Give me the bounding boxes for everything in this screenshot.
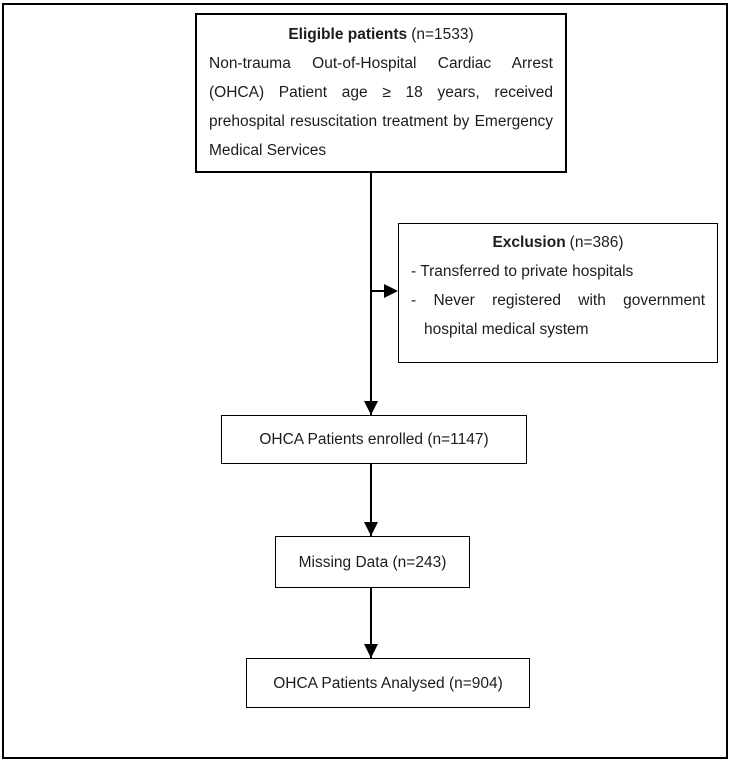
arrowhead-into-exclusion	[384, 284, 398, 298]
eligible-patients-description: Non-trauma Out-of-Hospital Cardiac Arres…	[209, 55, 553, 159]
eligible-patients-title: Eligible patients(n=1533)	[209, 20, 553, 49]
arrowhead-into-enrolled	[364, 401, 378, 415]
box-missing-data: Missing Data (n=243)	[275, 536, 470, 588]
box-ohca-patients-enrolled: OHCA Patients enrolled (n=1147)	[221, 415, 527, 464]
box-ohca-patients-analysed: OHCA Patients Analysed (n=904)	[246, 658, 530, 708]
box-exclusion: Exclusion(n=386) - Transferred to privat…	[398, 223, 718, 363]
exclusion-title-bold: Exclusion	[492, 234, 566, 251]
exclusion-title: Exclusion(n=386)	[411, 228, 705, 257]
missing-data-label: Missing Data (n=243)	[298, 553, 447, 571]
arrowhead-into-missing	[364, 522, 378, 536]
connector-missing-to-analysed	[370, 588, 372, 658]
connector-enrolled-to-missing	[370, 464, 372, 536]
exclusion-item: - Transferred to private hospitals	[411, 263, 634, 280]
analysed-label: OHCA Patients Analysed (n=904)	[273, 674, 503, 692]
enrolled-label: OHCA Patients enrolled (n=1147)	[259, 431, 489, 448]
connector-branch-to-exclusion	[370, 290, 394, 292]
eligible-patients-count: (n=1533)	[411, 26, 474, 43]
box-eligible-patients: Eligible patients(n=1533) Non-trauma Out…	[195, 13, 567, 173]
diagram-outer-border	[2, 3, 728, 759]
exclusion-item: - Never registered with government hospi…	[411, 292, 705, 338]
exclusion-count: (n=386)	[569, 234, 624, 251]
connector-eligible-to-enrolled	[370, 173, 372, 415]
arrowhead-into-analysed	[364, 644, 378, 658]
eligible-patients-title-bold: Eligible patients	[288, 26, 408, 43]
